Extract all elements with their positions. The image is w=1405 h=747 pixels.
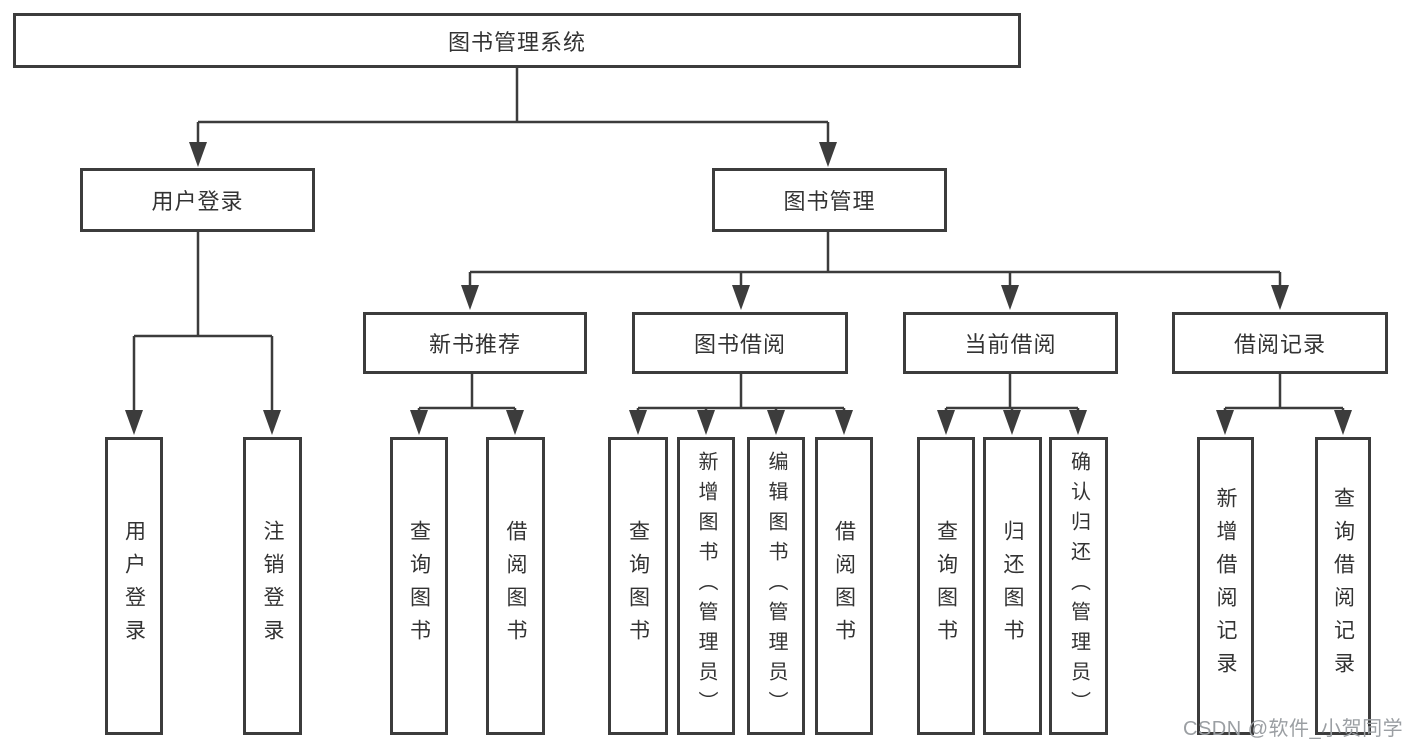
node-leaf-recommend-borrow-books: 借阅图书	[486, 437, 545, 735]
node-leaf-current-query-books: 查询图书	[917, 437, 975, 735]
node-label: 确认归还（管理员）	[1067, 451, 1090, 721]
connector-new-book-recommend-to-leaves	[417, 374, 517, 413]
arrowhead	[835, 410, 853, 435]
node-label: 归还图书	[1001, 520, 1024, 652]
node-label: 用户登录	[122, 520, 146, 652]
arrowhead	[629, 410, 647, 435]
arrowhead	[189, 142, 207, 167]
arrowhead	[461, 285, 479, 310]
node-leaf-recommend-query-books: 查询图书	[390, 437, 448, 735]
node-label: 新增借阅记录	[1214, 487, 1237, 685]
node-user-login: 用户登录	[80, 168, 315, 232]
node-library-management-system: 图书管理系统	[13, 13, 1021, 68]
node-label: 图书管理	[783, 189, 876, 214]
node-leaf-borrowing-add-books: 新增图书（管理员）	[677, 437, 735, 735]
node-label: 当前借阅	[964, 332, 1057, 357]
node-current-borrowing: 当前借阅	[903, 312, 1118, 374]
arrowhead	[1069, 410, 1087, 435]
node-label: 查询图书	[626, 520, 650, 652]
arrowhead	[937, 410, 955, 435]
node-book-borrowing: 图书借阅	[632, 312, 848, 374]
connector-book-borrowing-to-leaves	[636, 374, 846, 413]
arrowhead	[263, 410, 281, 435]
arrowhead	[410, 410, 428, 435]
node-new-book-recommend: 新书推荐	[363, 312, 587, 374]
node-label: 新书推荐	[428, 332, 521, 357]
connector-book-management-to-level3	[468, 232, 1282, 288]
node-label: 图书管理系统	[447, 29, 586, 55]
arrowhead	[125, 410, 143, 435]
node-label: 查询图书	[407, 520, 431, 652]
node-leaf-current-confirm-return: 确认归还（管理员）	[1049, 437, 1108, 735]
arrowhead	[1334, 410, 1352, 435]
node-leaf-logout: 注销登录	[243, 437, 302, 735]
node-label: 编辑图书（管理员）	[765, 451, 787, 721]
arrowhead	[767, 410, 785, 435]
node-label: 注销登录	[261, 520, 284, 652]
node-leaf-borrowing-edit-books: 编辑图书（管理员）	[747, 437, 805, 735]
node-leaf-borrowing-query-books: 查询图书	[608, 437, 668, 735]
node-label: 借阅图书	[504, 520, 527, 652]
node-borrowing-records: 借阅记录	[1172, 312, 1388, 374]
arrowheads	[125, 142, 1352, 435]
connector-borrowing-records-to-leaves	[1223, 374, 1345, 413]
connector-current-borrowing-to-leaves	[944, 374, 1080, 413]
node-label: 查询图书	[934, 520, 958, 652]
node-label: 新增图书（管理员）	[695, 451, 717, 721]
csdn-watermark: CSDN @软件_小贺同学	[1183, 718, 1404, 740]
node-label: 图书借阅	[693, 332, 786, 357]
node-leaf-borrowing-borrow-books: 借阅图书	[815, 437, 873, 735]
arrowhead	[1271, 285, 1289, 310]
node-leaf-records-add-record: 新增借阅记录	[1197, 437, 1254, 735]
node-label: 查询借阅记录	[1331, 487, 1355, 685]
node-label: 用户登录	[151, 189, 244, 214]
node-label: 借阅记录	[1233, 332, 1326, 357]
connector-user-login-to-leaves	[132, 232, 274, 413]
arrowhead	[732, 285, 750, 310]
node-leaf-user-login: 用户登录	[105, 437, 163, 735]
arrowhead	[697, 410, 715, 435]
node-leaf-records-query-record: 查询借阅记录	[1315, 437, 1371, 735]
node-leaf-current-return-books: 归还图书	[983, 437, 1042, 735]
arrowhead	[1216, 410, 1234, 435]
arrowhead	[506, 410, 524, 435]
arrowhead	[1003, 410, 1021, 435]
arrowhead	[819, 142, 837, 167]
connector-root-to-level2	[196, 68, 830, 145]
arrowhead	[1001, 285, 1019, 310]
node-label: 借阅图书	[832, 520, 856, 652]
node-book-management: 图书管理	[712, 168, 947, 232]
